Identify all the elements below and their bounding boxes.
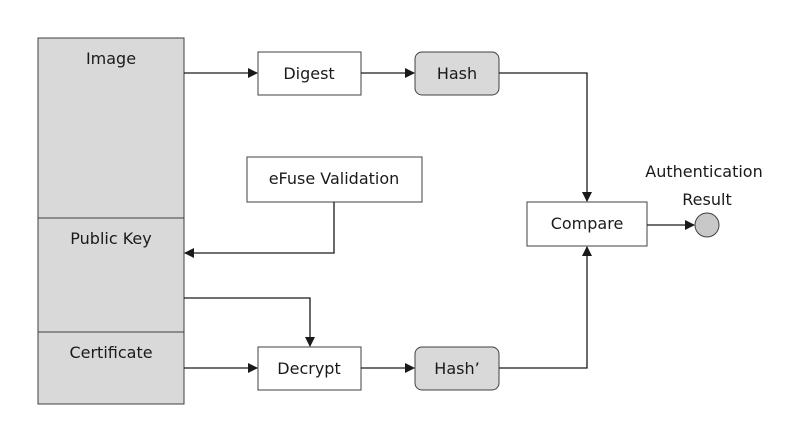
authentication-label: Authentication [645,162,763,181]
arrow-hash-to-compare [499,72,592,202]
decrypt-label: Decrypt [277,359,341,378]
hash-label: Hash [436,64,478,83]
certificate-section [37,331,185,405]
result-label: Result [682,190,732,209]
certificate-label: Certificate [69,343,153,362]
public-key-label: Public Key [70,229,152,248]
arrow-public-key-to-decrypt [184,297,315,347]
image-label: Image [85,49,137,68]
authentication-result-node [694,212,720,238]
efuse-validation-label: eFuse Validation [268,169,400,188]
digest-label: Digest [283,64,335,83]
public-key-section [37,217,185,333]
arrow-hash-prime-to-compare [499,246,592,369]
arrow-efuse-to-public-key [184,202,335,258]
compare-label: Compare [550,214,624,233]
image-section [37,37,185,219]
hash-prime-label: Hash’ [434,359,480,378]
